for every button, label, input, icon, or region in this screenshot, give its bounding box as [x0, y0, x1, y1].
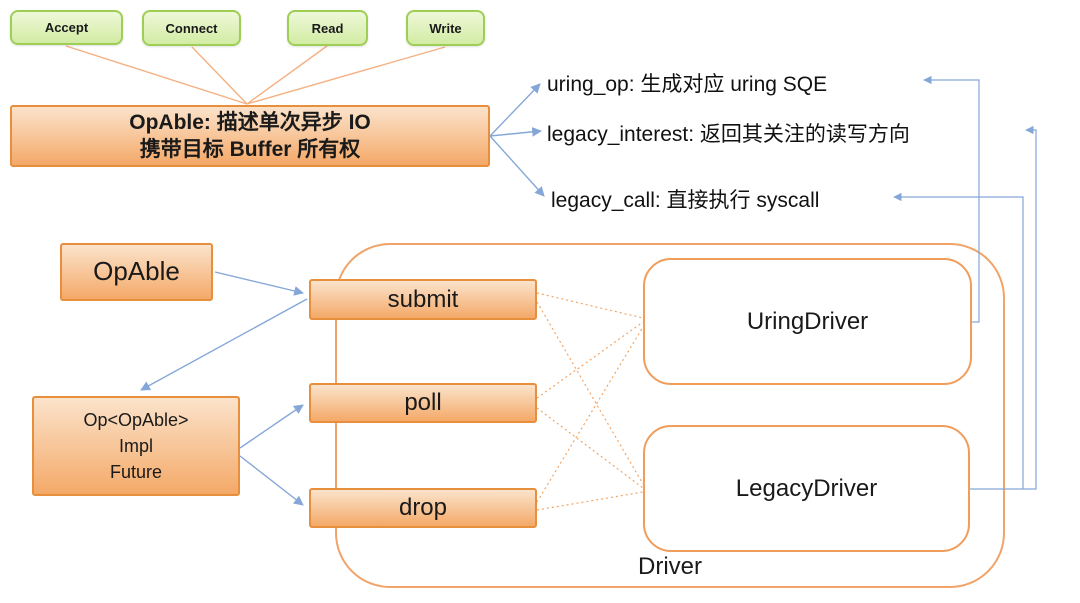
edge-trait-legacy-interest [489, 126, 542, 137]
opable-box-label: OpAble [93, 256, 180, 287]
edge-trait-legacy-call [489, 135, 545, 197]
op-impl-future-box: Op<OpAble> Impl Future [32, 396, 240, 496]
uring-driver-box: UringDriver [643, 258, 972, 385]
edge-opable-submit [214, 271, 304, 296]
method-uring-op: uring_op: 生成对应 uring SQE [547, 73, 828, 96]
op-box-read: Read [287, 10, 368, 46]
edge-read-trait [246, 45, 328, 105]
green-to-trait-lines [65, 45, 446, 105]
op-impl-line2: Impl [118, 435, 153, 456]
legacy-driver-label: LegacyDriver [735, 474, 878, 502]
driver-container-label: Driver [638, 553, 702, 580]
driver-to-method-connectors [893, 75, 1037, 490]
edge-legacydriver-legacy-call [893, 192, 1024, 489]
edge-submit-opimpl [140, 298, 308, 391]
edge-poll-uring [536, 321, 644, 399]
uring-driver-label: UringDriver [746, 307, 869, 335]
drop-box: drop [309, 488, 537, 528]
method-to-driver-dotted-lines [536, 292, 644, 511]
edge-connect-trait [191, 46, 248, 105]
edge-poll-legacy [536, 407, 644, 489]
edge-uringdriver-uring-op [923, 75, 980, 323]
poll-box: poll [309, 383, 537, 423]
op-box-connect-label: Connect [165, 20, 218, 36]
opable-trait-line1: OpAble: 描述单次异步 IO [129, 110, 371, 134]
edge-opimpl-drop [239, 455, 304, 506]
opable-trait-line2: 携带目标 Buffer 所有权 [139, 138, 361, 161]
op-box-accept-label: Accept [44, 20, 89, 35]
op-box-connect: Connect [142, 10, 241, 46]
method-legacy-interest: legacy_interest: 返回其关注的读写方向 [547, 123, 910, 146]
op-impl-line1: Op<OpAble> [83, 409, 189, 430]
edge-submit-legacy [536, 301, 644, 485]
op-impl-line3: Future [109, 462, 163, 483]
op-box-write: Write [406, 10, 485, 46]
edge-drop-legacy [536, 491, 644, 511]
method-legacy-call: legacy_call: 直接执行 syscall [551, 189, 820, 212]
edge-drop-uring [536, 326, 644, 503]
opable-trait-box: OpAble: 描述单次异步 IO 携带目标 Buffer 所有权 [10, 105, 490, 167]
edge-legacydriver-legacy-interest [970, 125, 1037, 490]
op-box-read-label: Read [311, 20, 344, 36]
trait-to-method-arrows [489, 83, 545, 197]
op-box-accept: Accept [10, 10, 123, 45]
poll-box-label: poll [404, 389, 442, 417]
submit-box-label: submit [387, 285, 459, 313]
op-box-write-label: Write [429, 20, 462, 36]
opable-box: OpAble [60, 243, 213, 301]
edge-opimpl-poll [239, 404, 304, 449]
drop-box-label: drop [398, 494, 448, 522]
submit-box: submit [309, 279, 537, 320]
edge-write-trait [246, 46, 446, 105]
flow-arrows [140, 271, 308, 506]
legacy-driver-box: LegacyDriver [643, 425, 970, 552]
edge-trait-uring-op [489, 83, 541, 137]
edge-accept-trait [65, 45, 248, 105]
edge-submit-uring [536, 292, 644, 319]
